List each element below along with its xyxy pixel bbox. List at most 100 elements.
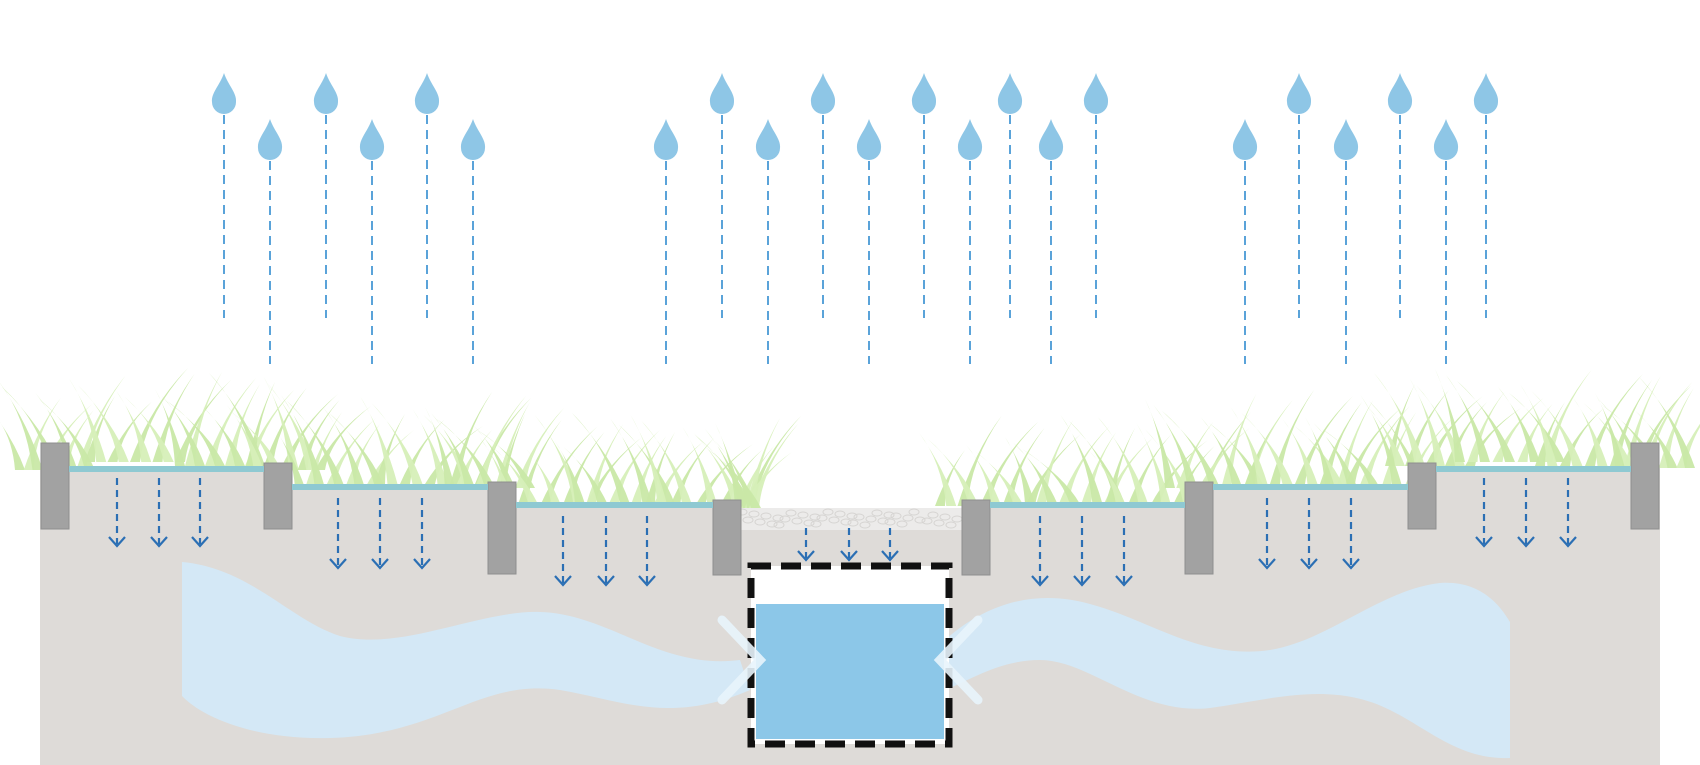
grass-blade [325,418,376,488]
infiltration-arrows [108,478,1577,587]
raindrop-icon [709,73,735,318]
grass-blade [957,416,1002,506]
raindrop-icon [1473,73,1499,318]
grass-blade [610,419,653,504]
down-arrow-icon [597,516,615,587]
grass-blade [475,396,526,488]
grass-blade [1322,429,1380,488]
grass-blade [1345,408,1401,484]
grass-blade [572,413,630,504]
groundwater-flow [182,562,1510,759]
grass-blade [1060,415,1103,504]
grass-blade [515,408,564,488]
grass-blade [1457,381,1515,462]
down-arrow-icon [108,478,126,548]
surface-water-film [516,502,713,508]
gravel-stone [896,520,908,528]
grass-blade [203,407,245,466]
curb [263,462,293,530]
grass-blade [167,401,225,466]
storage-tank-icon [747,562,953,748]
surface-water-film [990,502,1185,508]
grass-blade [479,431,535,488]
inflow-chevrons [717,615,983,705]
down-arrow-icon [554,516,572,587]
grass-blade [1245,424,1275,484]
gravel-stone [914,516,926,524]
grass-blade [287,401,345,488]
gravel-stone [803,519,815,527]
grass-blade [919,433,957,506]
gravel-stone [828,516,840,524]
raindrop-icon [414,73,440,318]
raindrop-icon [1286,73,1312,318]
gravel-stone [846,512,858,520]
grass-blade [1467,392,1505,462]
grass-blade [280,394,338,470]
down-arrow-icon [371,498,389,570]
grass-blade [412,409,448,484]
grass-blade [1585,374,1643,466]
grass-blade [563,447,608,504]
gravel-stone [871,509,883,517]
raindrop-icon [653,119,679,364]
raindrop-icon [997,73,1023,318]
grass-blade [695,435,753,508]
grass-blade [1658,388,1694,468]
grass-blade [641,421,693,506]
gravel-stone [945,521,957,529]
rainfall [211,73,1499,364]
grass-blade [749,424,798,508]
curb [1407,462,1437,530]
raindrop-icon [211,73,237,318]
grass-blade [1320,402,1362,484]
raindrop-icon [755,119,781,364]
raindrop-icon [359,119,385,364]
raindrop-icon [313,73,339,318]
grass-blade [935,450,965,506]
curb [40,442,70,530]
down-arrow-icon [1031,516,1049,587]
grass-blade [487,443,539,506]
gravel-stone [908,508,920,516]
grass-blade [1374,373,1425,466]
grass-clump [695,418,798,508]
grass-blade [1005,437,1035,504]
surface-water-film [69,466,264,472]
grass-blade [323,407,365,488]
gravel-stone [791,517,803,525]
gravel-stone [797,511,809,519]
grass-blade [1639,377,1695,468]
grass-blade [175,380,231,462]
grass-blade [517,420,562,506]
gravel-stone [883,511,895,519]
down-arrow-icon [881,528,899,562]
grass-blade [1097,417,1149,506]
curb [487,481,517,575]
down-arrow-icon [1115,516,1133,587]
curb [1630,442,1660,530]
raindrop-icon [911,73,937,318]
grass-blade [1410,379,1445,466]
raindrop-icon [810,73,836,318]
gravel-stone [921,517,933,525]
grass-blade [371,403,423,484]
down-arrow-icon [1559,478,1577,548]
grass-blade [1531,391,1583,466]
grass-blade [76,376,126,470]
grass-blade [966,445,1002,506]
grass-clump [630,415,801,506]
raindrop-icon [957,119,983,364]
gravel-stone [890,512,902,520]
down-arrow-icon [1258,498,1276,570]
grass-blade [77,385,129,462]
grass-clump [919,416,1081,506]
gravel-stone [773,521,785,529]
grass-blade [1013,443,1058,504]
down-arrow-icon [638,516,656,587]
raindrop-icon [1232,119,1258,364]
grass-blade [1153,405,1198,488]
grass-blade [437,419,495,488]
grass-blade [1022,449,1080,504]
